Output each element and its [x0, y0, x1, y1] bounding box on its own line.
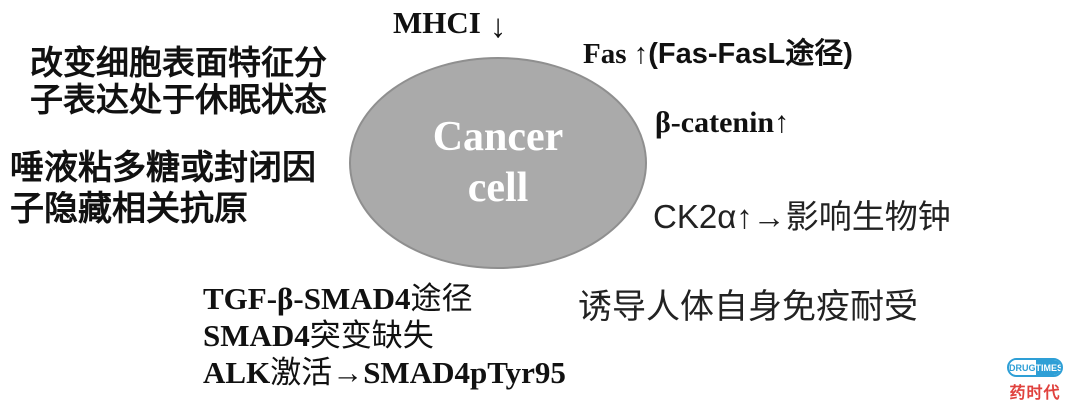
cancer-cell-label-line2: cell — [467, 165, 529, 211]
surface-dormancy-line1: 改变细胞表面特征分 — [30, 44, 327, 81]
ck2a-clock-label: CK2α↑→影响生物钟 — [653, 198, 951, 235]
mhci-text: MHCI — [393, 5, 481, 40]
down-arrow-icon: ↓ — [489, 9, 507, 45]
fas-up-text: Fas ↑ — [583, 38, 649, 70]
alk-activation-arrow-cn: 激活→ — [270, 355, 364, 390]
surface-dormancy-line2: 子表达处于休眠状态 — [30, 81, 327, 118]
smad4ptyr95-en: SMAD4pTyr95 — [363, 355, 566, 390]
drugtimes-brand-cn: 药时代 — [1009, 385, 1061, 402]
smad4-mutation-cn: 突变缺失 — [309, 318, 434, 353]
beta-catenin-label: β-catenin↑ — [655, 106, 790, 139]
cancer-cell-label-line1: Cancer — [432, 114, 564, 160]
drugtimes-watermark: DRUG TIMES 药时代 — [1006, 358, 1064, 403]
tgf-smad4-block: TGF-β-SMAD4途径 SMAD4突变缺失 ALK激活→SMAD4pTyr9… — [203, 280, 566, 391]
tgf-smad4-en: TGF-β-SMAD4 — [203, 281, 411, 316]
mucin-blocking-line1: 唾液粘多糖或封闭因 — [10, 149, 316, 187]
drugtimes-capsule-logo-icon: DRUG TIMES — [1007, 358, 1063, 377]
mhci-down-label: MHCI↓ — [393, 5, 507, 45]
drugtimes-logo-drug-text: DRUG — [1009, 360, 1036, 375]
fas-fasl-pathway-text: (Fas-FasL途径) — [648, 38, 853, 70]
immune-tolerance-label: 诱导人体自身免疫耐受 — [578, 288, 918, 326]
alk-en: ALK — [203, 355, 271, 390]
tgf-smad4-pathway-line: TGF-β-SMAD4途径 — [203, 280, 566, 317]
fas-pathway-label: Fas ↑(Fas-FasL途径) — [583, 30, 853, 72]
drugtimes-logo-times-text: TIMES — [1035, 360, 1061, 375]
smad4-en: SMAD4 — [203, 318, 310, 353]
surface-dormancy-label: 改变细胞表面特征分 子表达处于休眠状态 — [30, 44, 327, 118]
cancer-cell-ellipse: Cancer cell — [349, 57, 647, 269]
mucin-blocking-line2: 子隐藏相关抗原 — [10, 190, 248, 228]
mucin-blocking-label: 唾液粘多糖或封闭因 子隐藏相关抗原 — [10, 148, 316, 230]
alk-activation-line: ALK激活→SMAD4pTyr95 — [203, 354, 566, 391]
smad4-mutation-line: SMAD4突变缺失 — [203, 317, 566, 354]
tgf-smad4-cn: 途径 — [410, 281, 473, 316]
